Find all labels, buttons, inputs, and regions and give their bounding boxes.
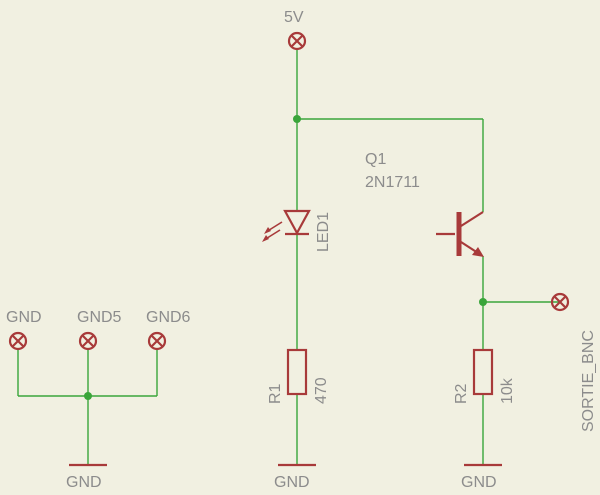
ground-symbol-left-label: GND (66, 474, 102, 491)
ground-pad-gnd6[interactable] (147, 331, 167, 351)
junction-dot-emitter (479, 298, 487, 306)
led-label: LED1 (315, 212, 332, 252)
ground-pad-gnd6-label: GND6 (146, 309, 191, 326)
ground-pad-gnd-label: GND (6, 309, 42, 326)
power-pad-5v[interactable] (287, 31, 307, 51)
resistor-r2-name: R2 (453, 383, 470, 404)
led-symbol[interactable] (262, 209, 311, 242)
transistor-q1[interactable] (436, 211, 484, 257)
ground-pad-gnd[interactable] (8, 331, 28, 351)
power-label: 5V (284, 9, 304, 26)
output-pad-sortie-bnc[interactable] (550, 292, 570, 312)
ground-symbol-led-label: GND (274, 474, 310, 491)
resistor-r2[interactable] (472, 348, 494, 396)
resistor-r1[interactable] (286, 348, 308, 396)
wires (17, 50, 560, 464)
transistor-q1-value: 2N1711 (365, 174, 420, 191)
transistor-q1-name: Q1 (365, 151, 386, 168)
resistor-r1-name: R1 (267, 383, 284, 404)
resistor-r2-value: 10k (499, 377, 516, 404)
output-label: SORTIE_BNC (580, 330, 597, 432)
resistor-r1-value: 470 (313, 377, 330, 404)
junction-dot-gnd (84, 392, 92, 400)
ground-pad-gnd5-label: GND5 (77, 309, 122, 326)
ground-symbol-r2-label: GND (461, 474, 497, 491)
ground-pad-gnd5[interactable] (78, 331, 98, 351)
junction-dot-5v (293, 115, 301, 123)
